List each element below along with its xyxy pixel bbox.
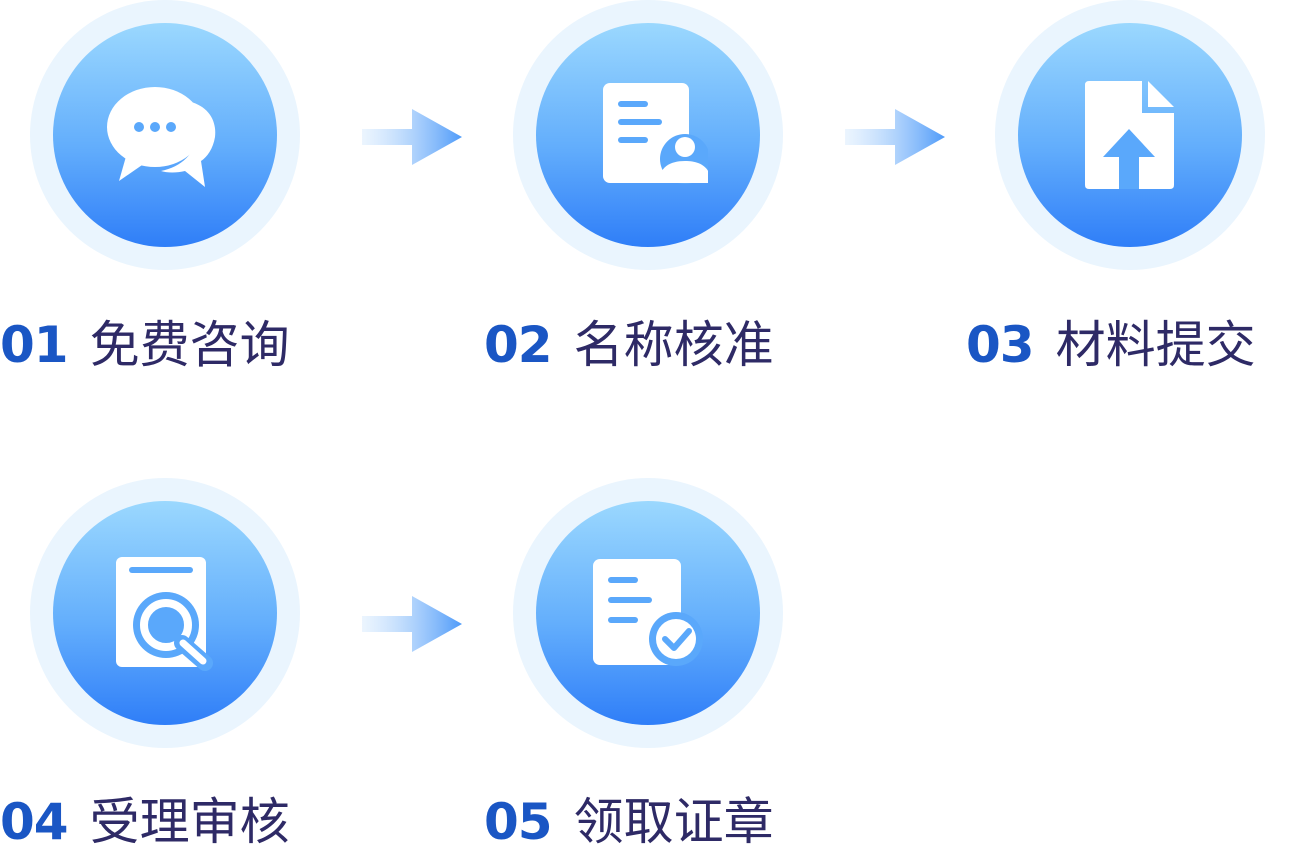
step-title: 受理审核 (89, 793, 290, 851)
arrow-right-icon (362, 594, 462, 654)
step-number: 05 (484, 793, 553, 851)
step-title: 领取证章 (573, 793, 774, 851)
step-02-name-approval (513, 0, 783, 270)
document-search-icon (105, 553, 225, 673)
step-04-review (30, 478, 300, 748)
step-number: 03 (966, 316, 1035, 374)
step-05-collect-license (513, 478, 783, 748)
step-01-consult (30, 0, 300, 270)
document-check-icon (588, 553, 708, 673)
step-number: 01 (0, 316, 69, 374)
chat-bubbles-icon (105, 75, 225, 195)
file-upload-icon (1070, 75, 1190, 195)
step-number: 04 (0, 793, 69, 851)
step-number: 02 (484, 316, 553, 374)
step-title: 免费咨询 (89, 316, 290, 374)
step-title: 名称核准 (573, 316, 774, 374)
arrow-right-icon (362, 107, 462, 167)
document-person-icon (588, 75, 708, 195)
step-03-materials-submit (995, 0, 1265, 270)
arrow-right-icon (845, 107, 945, 167)
step-title: 材料提交 (1055, 316, 1256, 374)
